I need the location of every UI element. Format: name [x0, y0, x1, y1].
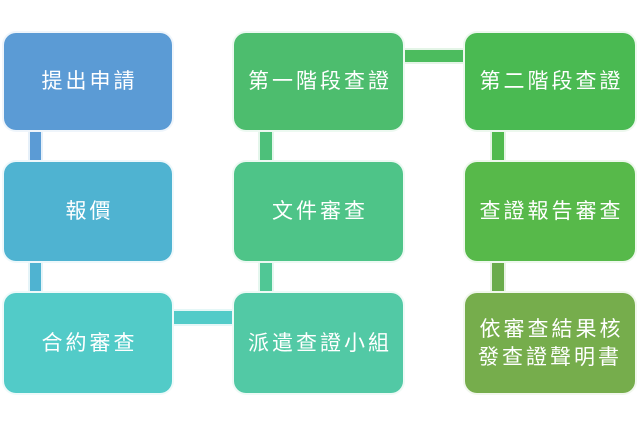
node-report-review: 查證報告審查: [463, 160, 637, 263]
node-apply: 提出申請: [2, 31, 174, 132]
connector-stage2-report: [490, 126, 506, 166]
node-contract-review: 合約審查: [2, 291, 174, 395]
connector-report-issue: [490, 257, 506, 297]
node-stage2-verification: 第二階段查證: [463, 31, 637, 132]
connector-stage1-stage2: [399, 48, 469, 64]
connector-document-dispatch: [258, 257, 274, 297]
node-stage1-verification: 第一階段查證: [232, 31, 405, 132]
connector-stage1-document: [258, 126, 274, 166]
connector-quote-contract: [28, 257, 43, 297]
node-dispatch-team: 派遣查證小組: [232, 291, 405, 395]
node-issue-statement: 依審查結果核 發查證聲明書: [463, 291, 637, 395]
node-quote: 報價: [2, 160, 174, 263]
connector-contract-dispatch: [168, 309, 238, 326]
connector-apply-quote: [28, 126, 43, 166]
node-document-review: 文件審查: [232, 160, 405, 263]
